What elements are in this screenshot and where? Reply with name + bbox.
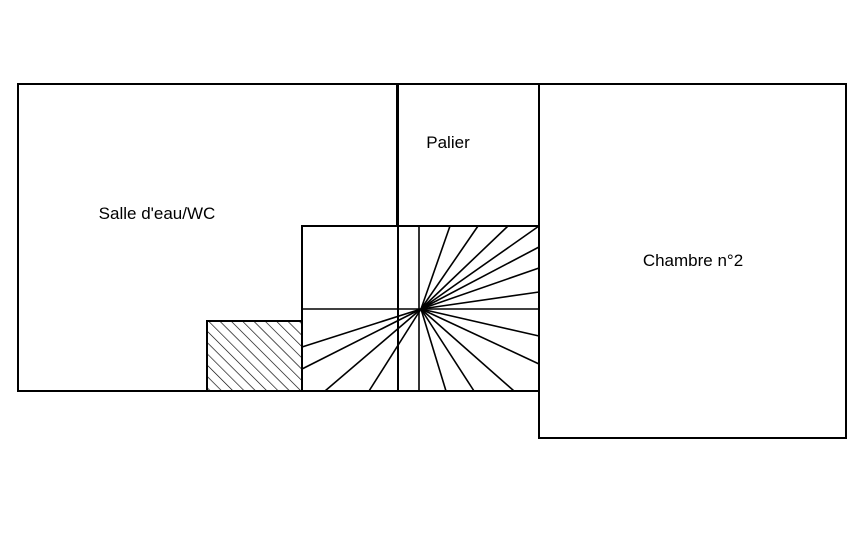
stair-tread-line <box>301 308 422 348</box>
label-salle-eau-wc: Salle d'eau/WC <box>99 204 216 223</box>
staircase <box>301 225 540 392</box>
stair-tread-line <box>420 225 540 310</box>
stair-tread-line <box>324 308 422 392</box>
stair-tread-line <box>420 308 447 392</box>
stair-tread-line <box>420 308 515 392</box>
hatched-duct <box>206 320 303 392</box>
stair-tread-line <box>420 267 540 310</box>
stair-tread-line <box>420 291 540 310</box>
stair-tread-line <box>420 225 451 310</box>
stair-tread-line <box>368 308 422 392</box>
stair-tread-line <box>420 246 540 310</box>
stair-tread-line <box>420 308 540 337</box>
stair-tread-line <box>420 308 540 365</box>
stair-tread-line <box>301 308 422 370</box>
label-chambre-2: Chambre n°2 <box>643 251 743 270</box>
stair-treads <box>301 225 540 392</box>
room-palier <box>396 83 540 227</box>
stair-tread-line <box>420 308 475 392</box>
stair-tread-line <box>420 225 509 310</box>
label-palier: Palier <box>426 133 470 152</box>
stair-tread-line <box>420 225 479 310</box>
